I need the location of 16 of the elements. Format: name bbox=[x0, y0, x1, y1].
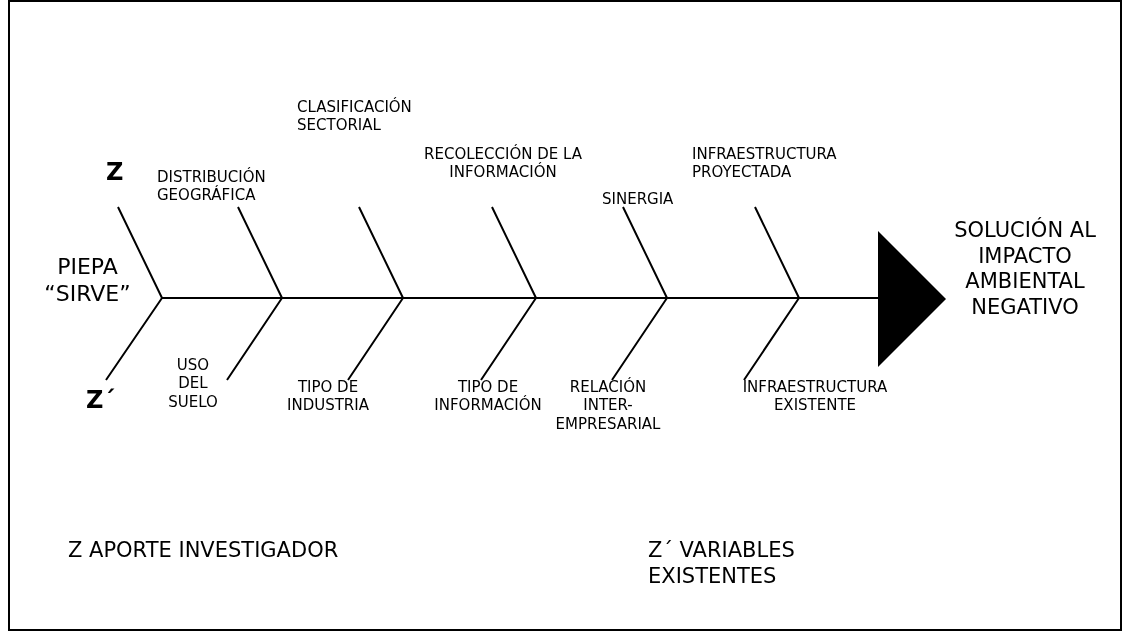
text-label: SOLUCIÓN AL IMPACTO AMBIENTAL NEGATIVO bbox=[953, 218, 1097, 321]
text-label: PIEPA “SIRVE” bbox=[43, 254, 132, 308]
text-label: INFRAESTRUCTURA EXISTENTE bbox=[741, 378, 889, 415]
text-label: TIPO DE INDUSTRIA bbox=[286, 378, 370, 415]
text-label: DISTRIBUCIÓN GEOGRÁFICA bbox=[157, 168, 267, 205]
text-label: USO DEL SUELO bbox=[167, 356, 219, 411]
text-label: Z´ VARIABLES EXISTENTES bbox=[648, 538, 796, 590]
text-label: SINERGIA bbox=[602, 190, 675, 209]
text-label: CLASIFICACIÓN SECTORIAL bbox=[297, 98, 413, 135]
text-label: RECOLECCIÓN DE LA INFORMACIÓN bbox=[423, 145, 583, 182]
axis-letter: Z bbox=[106, 158, 125, 188]
text-label: INFRAESTRUCTURA PROYECTADA bbox=[692, 145, 838, 182]
text-label: Z APORTE INVESTIGADOR bbox=[68, 538, 340, 564]
text-label: RELACIÓN INTER- EMPRESARIAL bbox=[554, 378, 662, 433]
axis-letter: Z´ bbox=[86, 386, 117, 416]
text-label: TIPO DE INFORMACIÓN bbox=[433, 378, 543, 415]
